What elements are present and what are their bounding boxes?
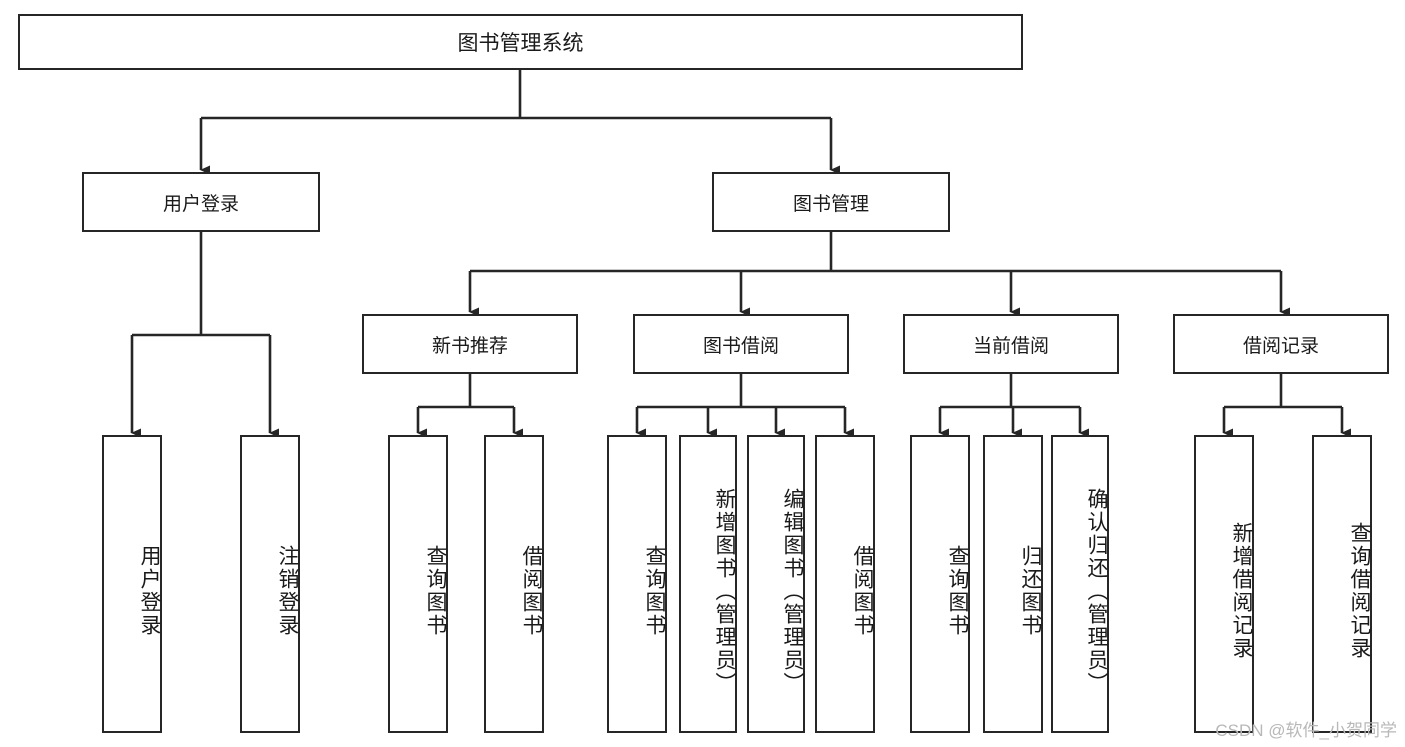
node-label: 确认归还（管理员）: [1085, 487, 1108, 695]
node-label: 查询图书: [946, 545, 969, 637]
node-label: 图书管理系统: [457, 32, 584, 55]
node-leaf-5[interactable]: 新增图书（管理员）: [679, 435, 737, 733]
node-label: 新增借阅记录: [1230, 522, 1253, 660]
node-label: 编辑图书（管理员）: [781, 487, 804, 695]
node-label: 查询图书: [424, 545, 447, 637]
node-leaf-6[interactable]: 编辑图书（管理员）: [747, 435, 805, 733]
node-level2-3[interactable]: 借阅记录: [1173, 314, 1389, 374]
node-label: 归还图书: [1019, 545, 1042, 637]
node-leaf-3[interactable]: 借阅图书: [484, 435, 544, 733]
node-root-0[interactable]: 图书管理系统: [18, 14, 1023, 70]
node-leaf-7[interactable]: 借阅图书: [815, 435, 875, 733]
node-leaf-12[interactable]: 查询借阅记录: [1312, 435, 1372, 733]
node-leaf-9[interactable]: 归还图书: [983, 435, 1043, 733]
node-leaf-1[interactable]: 注销登录: [240, 435, 300, 733]
node-label: 借阅记录: [1242, 335, 1319, 357]
node-level2-0[interactable]: 新书推荐: [362, 314, 578, 374]
node-leaf-2[interactable]: 查询图书: [388, 435, 448, 733]
node-label: 用户登录: [162, 193, 239, 215]
node-level1-1[interactable]: 图书管理: [712, 172, 950, 232]
node-label: 用户登录: [138, 545, 161, 637]
node-label: 借阅图书: [520, 545, 543, 637]
node-leaf-0[interactable]: 用户登录: [102, 435, 162, 733]
node-label: 图书借阅: [702, 335, 779, 357]
node-leaf-4[interactable]: 查询图书: [607, 435, 667, 733]
node-label: 注销登录: [276, 545, 299, 637]
watermark-label: CSDN @软件_小贺同学: [1215, 721, 1397, 740]
node-leaf-11[interactable]: 新增借阅记录: [1194, 435, 1254, 733]
node-leaf-10[interactable]: 确认归还（管理员）: [1051, 435, 1109, 733]
node-label: 新书推荐: [431, 335, 508, 357]
node-label: 新增图书（管理员）: [713, 487, 736, 695]
node-label: 当前借阅: [972, 335, 1049, 357]
node-label: 图书管理: [792, 193, 869, 215]
node-leaf-8[interactable]: 查询图书: [910, 435, 970, 733]
node-level1-0[interactable]: 用户登录: [82, 172, 320, 232]
node-label: 查询图书: [643, 545, 666, 637]
node-level2-1[interactable]: 图书借阅: [633, 314, 849, 374]
node-label: 借阅图书: [851, 545, 874, 637]
node-label: 查询借阅记录: [1348, 522, 1371, 660]
node-level2-2[interactable]: 当前借阅: [903, 314, 1119, 374]
